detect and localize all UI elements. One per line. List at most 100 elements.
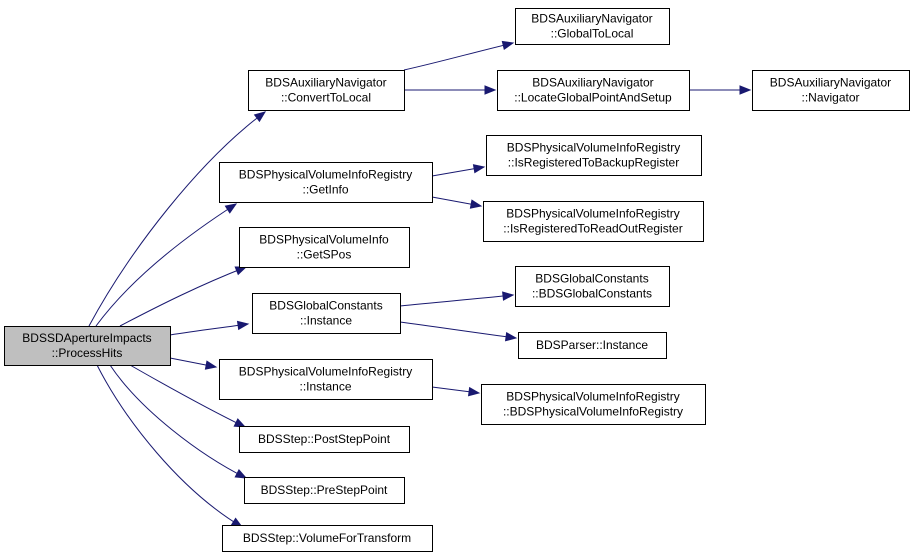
edge-gc-instance-to-parser-instance	[399, 321, 518, 342]
edge-line	[403, 42, 514, 71]
node-label-line: ::Navigator	[801, 91, 859, 105]
node-label-line: ::IsRegisteredToReadOutRegister	[503, 222, 682, 236]
node-label-line: BDSStep::PostStepPoint	[258, 432, 391, 446]
arrowhead-icon	[234, 266, 248, 276]
node-box	[752, 70, 910, 111]
node-pvir-instance[interactable]: BDSPhysicalVolumeInfoRegistry::Instance	[219, 359, 433, 400]
node-box	[4, 326, 171, 366]
edge-root-to-pvi-getspos	[119, 266, 248, 327]
edge-root-to-pvir-getinfo	[95, 203, 238, 327]
node-pvir-backup[interactable]: BDSPhysicalVolumeInfoRegistry::IsRegiste…	[486, 135, 702, 176]
node-label-line: BDSAuxiliaryNavigator	[532, 76, 653, 90]
node-box	[248, 70, 405, 111]
edge-line	[399, 321, 517, 339]
node-aux-locate[interactable]: BDSAuxiliaryNavigator::LocateGlobalPoint…	[497, 70, 690, 111]
arrowhead-icon	[501, 40, 515, 51]
arrowhead-icon	[224, 203, 238, 214]
edge-line	[109, 364, 247, 479]
arrowhead-icon	[233, 418, 247, 428]
nodes-layer: BDSSDApertureImpacts::ProcessHits BDSAuxi…	[4, 8, 910, 552]
node-box	[244, 477, 405, 504]
edge-root-to-step-pre	[109, 364, 248, 479]
node-step-post[interactable]: BDSStep::PostStepPoint	[239, 426, 410, 453]
node-box	[219, 162, 433, 203]
node-box	[219, 359, 433, 400]
node-label-line: BDSGlobalConstants	[269, 299, 382, 313]
node-label-line: ::GetInfo	[302, 183, 348, 197]
edge-root-to-gc-instance	[169, 320, 250, 336]
node-pvir-ctor[interactable]: BDSPhysicalVolumeInfoRegistry::BDSPhysic…	[481, 384, 706, 425]
node-label-line: ::Instance	[299, 380, 351, 394]
node-box	[481, 384, 706, 425]
node-step-pre[interactable]: BDSStep::PreStepPoint	[244, 477, 405, 504]
node-label-line: BDSPhysicalVolumeInfoRegistry	[506, 390, 679, 404]
node-label-line: BDSAuxiliaryNavigator	[770, 76, 891, 90]
node-label-line: BDSPhysicalVolumeInfoRegistry	[507, 141, 680, 155]
node-label-line: BDSPhysicalVolumeInfoRegistry	[239, 365, 412, 379]
node-gc-instance[interactable]: BDSGlobalConstants::Instance	[252, 293, 401, 334]
edge-root-to-aux-convert	[88, 111, 267, 327]
node-pvi-getspos[interactable]: BDSPhysicalVolumeInfo::GetSPos	[239, 227, 410, 268]
node-step-volume[interactable]: BDSStep::VolumeForTransform	[222, 525, 433, 552]
node-aux-global[interactable]: BDSAuxiliaryNavigator::GlobalToLocal	[515, 8, 670, 45]
arrowhead-icon	[469, 199, 483, 209]
node-aux-convert[interactable]: BDSAuxiliaryNavigator::ConvertToLocal	[248, 70, 405, 111]
node-box	[239, 426, 410, 453]
node-label-line: BDSStep::PreStepPoint	[261, 483, 388, 497]
node-box	[515, 8, 670, 45]
arrowhead-icon	[253, 111, 267, 123]
node-gc-ctor[interactable]: BDSGlobalConstants::BDSGlobalConstants	[515, 266, 670, 307]
edge-aux-convert-to-aux-global	[403, 40, 515, 71]
node-label-line: ::ConvertToLocal	[281, 91, 371, 105]
arrowhead-icon	[739, 85, 752, 95]
arrowhead-icon	[502, 291, 515, 301]
node-label-line: ::BDSGlobalConstants	[532, 287, 652, 301]
node-parser-instance[interactable]: BDSParser::Instance	[518, 332, 667, 359]
node-box	[222, 525, 433, 552]
edge-line	[399, 294, 514, 307]
node-box	[239, 227, 410, 268]
node-label-line: BDSPhysicalVolumeInfoRegistry	[239, 168, 412, 182]
arrowhead-icon	[484, 85, 497, 95]
node-label-line: ::IsRegisteredToBackupRegister	[508, 156, 679, 170]
node-label-line: ::BDSPhysicalVolumeInfoRegistry	[503, 405, 683, 419]
edge-line	[119, 266, 247, 327]
edge-pvir-getinfo-to-pvir-readout	[431, 196, 483, 209]
arrowhead-icon	[236, 320, 250, 331]
node-box	[518, 332, 667, 359]
edge-pvir-instance-to-pvir-ctor	[431, 386, 481, 397]
node-label-line: BDSAuxiliaryNavigator	[265, 76, 386, 90]
node-root[interactable]: BDSSDApertureImpacts::ProcessHits	[4, 326, 171, 366]
node-label-line: ::LocateGlobalPointAndSetup	[514, 91, 672, 105]
node-label-line: ::GetSPos	[297, 248, 352, 262]
node-label-line: BDSSDApertureImpacts	[22, 331, 151, 345]
edge-gc-instance-to-gc-ctor	[399, 291, 515, 307]
edge-root-to-pvir-instance	[169, 357, 218, 370]
node-label-line: BDSGlobalConstants	[535, 272, 648, 286]
node-label-line: BDSStep::VolumeForTransform	[243, 531, 411, 545]
edge-line	[95, 203, 237, 327]
node-box	[515, 266, 670, 307]
edge-line	[88, 111, 266, 327]
node-label-line: BDSAuxiliaryNavigator	[531, 12, 652, 26]
arrowhead-icon	[204, 360, 218, 370]
arrowhead-icon	[467, 386, 481, 397]
node-box	[483, 201, 704, 242]
edge-line	[96, 364, 243, 528]
node-label-line: ::ProcessHits	[52, 346, 123, 360]
node-box	[497, 70, 690, 111]
node-box	[486, 135, 702, 176]
edges-layer	[88, 40, 752, 528]
edge-pvir-getinfo-to-pvir-backup	[431, 164, 486, 177]
node-label-line: BDSParser::Instance	[536, 338, 648, 352]
edge-aux-convert-to-aux-locate	[404, 85, 497, 95]
node-pvir-readout[interactable]: BDSPhysicalVolumeInfoRegistry::IsRegiste…	[483, 201, 704, 242]
node-label-line: ::Instance	[300, 314, 352, 328]
node-aux-navigator[interactable]: BDSAuxiliaryNavigator::Navigator	[752, 70, 910, 111]
edge-line	[129, 364, 246, 428]
node-label-line: ::GlobalToLocal	[551, 27, 634, 41]
edge-line	[169, 323, 249, 336]
node-label-line: BDSPhysicalVolumeInfo	[259, 233, 389, 247]
node-pvir-getinfo[interactable]: BDSPhysicalVolumeInfoRegistry::GetInfo	[219, 162, 433, 203]
